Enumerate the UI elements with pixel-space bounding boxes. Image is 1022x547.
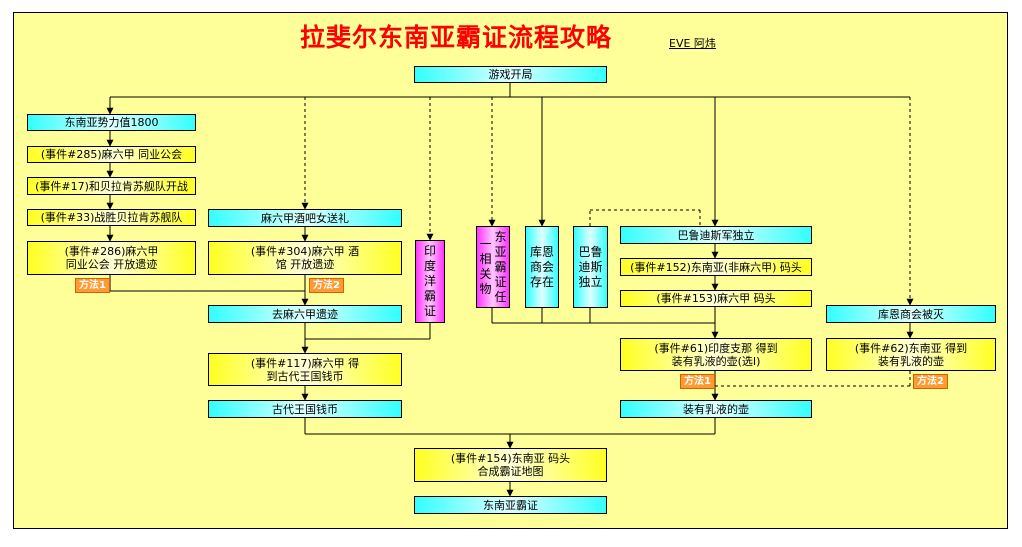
node-e285: (事件#285)麻六甲 同业公会: [27, 146, 196, 163]
node-bar-gift: 麻六甲酒吧女送礼: [208, 209, 402, 227]
node-e61: (事件#61)印度支那 得到装有乳液的壶(选I): [620, 338, 812, 371]
page-title: 拉斐尔东南亚霸证流程攻略: [300, 23, 613, 52]
node-e152: (事件#152)东南亚(非麻六甲) 码头: [620, 258, 812, 276]
india-cert-label: 印度洋霸证: [423, 244, 436, 318]
node-e117: (事件#117)麻六甲 得到古代王国钱币: [208, 353, 402, 386]
independence-label: 巴鲁迪斯独立: [578, 244, 603, 289]
node-goto-ruins: 去麻六甲遗迹: [208, 305, 402, 323]
node-start: 游戏开局: [414, 66, 607, 83]
node-india-cert: 印度洋霸证: [415, 240, 445, 323]
node-coins: 古代王国钱币: [208, 400, 402, 418]
node-jar: 装有乳液的壶: [620, 400, 812, 418]
node-e17: (事件#17)和贝拉肯苏舰队开战: [27, 177, 196, 195]
node-e33: (事件#33)战胜贝拉肯苏舰队: [27, 209, 196, 226]
node-kuen-destroyed: 库恩商会被灭: [826, 305, 996, 323]
node-sea-cert-related: 东亚霸证任 一相关物: [476, 226, 510, 308]
method-tag-1b: 方法1: [680, 374, 715, 389]
sea-cert-related-col1: 东亚霸证任: [494, 229, 507, 304]
sea-cert-related-col2: 一相关物: [479, 237, 492, 296]
node-independence: 巴鲁迪斯独立: [573, 226, 608, 308]
node-sea-power: 东南亚势力值1800: [27, 114, 196, 131]
node-final: 东南亚霸证: [414, 496, 607, 514]
node-e153: (事件#153)麻六甲 码头: [620, 290, 812, 307]
author-credit: EVE 阿炜: [669, 37, 716, 50]
node-e154: (事件#154)东南亚 码头 合成霸证地图: [414, 448, 607, 482]
node-e62: (事件#62)东南亚 得到装有乳液的壶: [826, 338, 996, 371]
kuen-exist-label: 库恩商会存在: [529, 244, 554, 289]
node-e304: (事件#304)麻六甲 酒馆 开放遗迹: [208, 241, 402, 275]
node-bal-indep: 巴鲁迪斯军独立: [620, 226, 812, 244]
method-tag-1: 方法1: [75, 278, 110, 293]
node-e286: (事件#286)麻六甲 同业公会 开放遗迹: [27, 241, 196, 275]
method-tag-2: 方法2: [309, 278, 344, 293]
method-tag-2b: 方法2: [913, 374, 948, 389]
node-kuen-exist: 库恩商会存在: [525, 226, 559, 308]
